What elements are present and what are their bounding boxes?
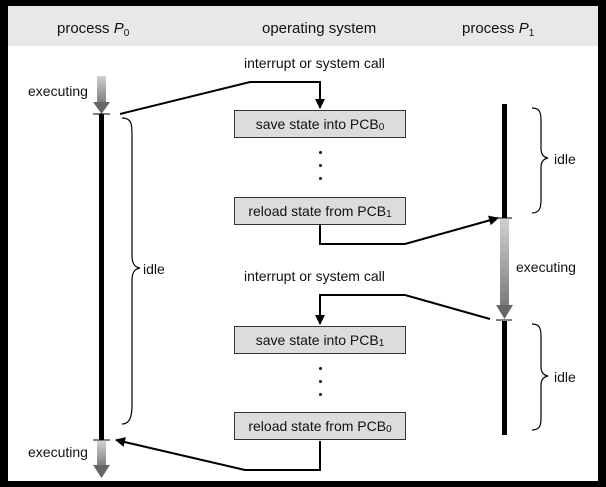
arrow-interrupt-to-os-2	[315, 294, 491, 325]
ellipsis-dot	[319, 367, 322, 370]
p0-executing-arrowhead-top	[93, 102, 110, 114]
p1-idle-brace-top	[531, 107, 549, 214]
p1-idle-bar-top	[502, 104, 507, 218]
p1-executing-arrowhead	[496, 305, 513, 319]
arrow-interrupt-to-os-1	[119, 81, 325, 115]
label-p0-executing-top: executing	[28, 83, 88, 99]
diagram-background	[8, 6, 598, 481]
ellipsis-dot	[319, 164, 322, 167]
p1-idle-bar-bottom	[502, 321, 507, 435]
header-process-p0: process P0	[57, 20, 130, 39]
label-interrupt-2: interrupt or system call	[244, 268, 385, 284]
header-operating-system: operating system	[262, 20, 377, 37]
ellipsis-dot	[319, 151, 322, 154]
ellipsis-dot	[319, 393, 322, 396]
arrow-os-to-p0	[115, 437, 321, 471]
arrow-os-to-p1	[319, 215, 499, 245]
label-p1-executing: executing	[516, 259, 576, 275]
p0-idle-bar	[99, 114, 104, 440]
label-p0-executing-bottom: executing	[28, 444, 88, 460]
p1-executing-bar	[500, 219, 509, 307]
label-p1-idle-top: idle	[554, 151, 576, 167]
label-interrupt-1: interrupt or system call	[244, 55, 385, 71]
p0-executing-bar-top	[97, 76, 106, 104]
p0-idle-brace	[121, 117, 141, 425]
label-p1-idle-bottom: idle	[554, 369, 576, 385]
p0-executing-bar-bottom	[97, 441, 106, 467]
header-band	[8, 6, 598, 46]
ellipsis-dot	[319, 177, 322, 180]
label-p0-idle: idle	[143, 261, 165, 277]
header-process-p1: process P1	[462, 20, 535, 39]
p0-executing-arrowhead-bottom	[93, 465, 110, 478]
p1-idle-brace-bottom	[531, 323, 549, 431]
ellipsis-dot	[319, 380, 322, 383]
